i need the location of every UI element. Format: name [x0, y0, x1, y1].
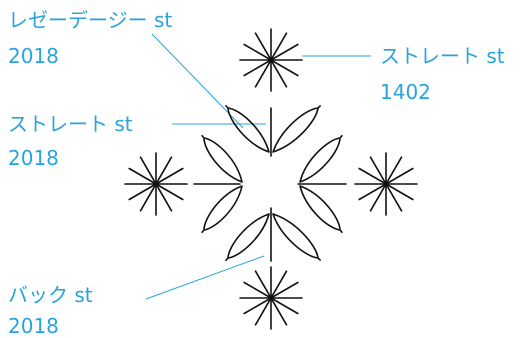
label-straight-top-number: 1402 [380, 80, 431, 104]
petal-top-left [227, 107, 270, 153]
petal-right-lower [299, 185, 341, 231]
petal-left-lower [203, 185, 243, 231]
label-back-number: 2018 [8, 314, 59, 338]
back-stitch-lines [193, 107, 347, 262]
petal-bottom-left [227, 213, 270, 259]
label-lazy-daisy-name: レゼーデージー st [8, 8, 173, 32]
label-straight-left-number: 2018 [8, 146, 59, 170]
straight-stitch-stars [124, 28, 418, 330]
petal-right-upper-anchor [339, 134, 343, 139]
petal-bottom-left-anchor [225, 257, 229, 261]
star-right [354, 152, 418, 216]
leader-back [145, 255, 265, 300]
lazy-daisy-petals [201, 105, 343, 261]
star-top [239, 28, 303, 92]
petal-right-upper [299, 137, 341, 183]
star-left [124, 152, 188, 216]
petal-left-lower-anchor [201, 229, 205, 234]
petal-bottom-right-anchor [317, 257, 321, 261]
petal-top-right-anchor [317, 105, 321, 109]
label-straight-left-name: ストレート st [8, 112, 133, 136]
petal-left-upper-anchor [201, 134, 205, 139]
petal-right-lower-anchor [339, 229, 343, 234]
petal-bottom-right [272, 213, 319, 259]
leader-lazy-daisy [151, 33, 244, 129]
label-lazy-daisy-number: 2018 [8, 44, 59, 68]
label-back-name: バック st [8, 283, 93, 307]
label-straight-top-name: ストレート st [380, 44, 505, 68]
leader-lines [145, 33, 371, 300]
petal-top-left-anchor [225, 105, 229, 109]
star-bottom [239, 266, 303, 330]
petal-left-upper [203, 137, 243, 183]
petal-top-right [272, 107, 319, 153]
